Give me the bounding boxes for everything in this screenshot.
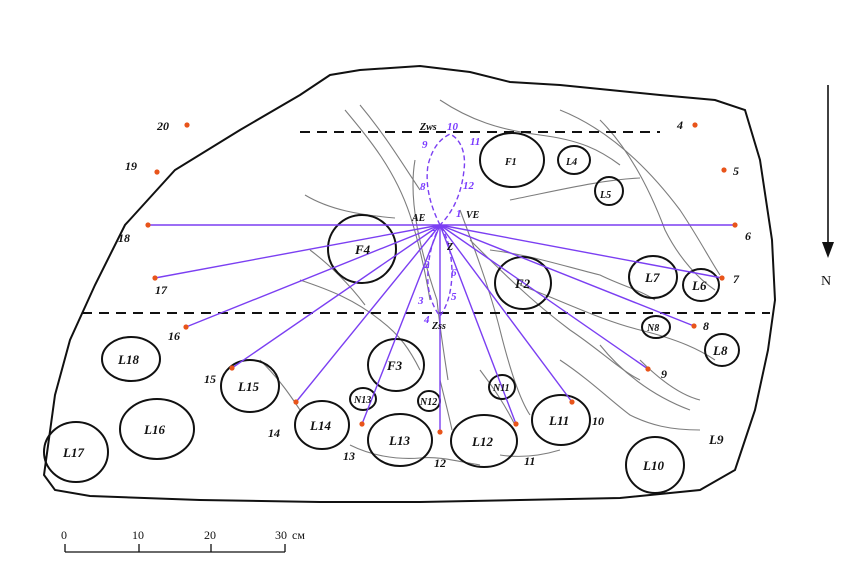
inner-num-7: 7 — [430, 228, 436, 240]
rock-L15 — [220, 359, 280, 413]
point-num-14: 14 — [268, 426, 280, 440]
label-F2: F2 — [514, 276, 531, 291]
north-label: N — [821, 274, 831, 289]
inner-num-5: 5 — [451, 291, 457, 303]
label-L6: L6 — [691, 278, 707, 293]
rock-N8 — [641, 315, 671, 339]
point-num-6: 6 — [745, 229, 751, 243]
sightlines — [148, 224, 735, 432]
rock-F4 — [327, 214, 397, 284]
label-L14: L14 — [309, 418, 331, 433]
label-N11: N11 — [492, 383, 510, 394]
rock-L13 — [367, 413, 433, 467]
scale-tick-0: 0 — [61, 528, 67, 542]
rock-N11 — [488, 374, 516, 400]
label-L17: L17 — [62, 445, 84, 460]
label-L7: L7 — [644, 270, 660, 285]
label-L8: L8 — [712, 343, 728, 358]
rock-L11 — [531, 394, 591, 446]
label-F4: F4 — [354, 242, 371, 257]
label-N13: N13 — [353, 395, 371, 406]
inner-num-1: 1 — [456, 208, 462, 220]
rock-L6 — [682, 268, 720, 302]
label-zss: Zss — [431, 321, 446, 332]
inner-num-11: 11 — [470, 136, 480, 148]
inner-num-6: 6 — [451, 267, 457, 279]
point-num-13: 13 — [343, 449, 355, 463]
stone-outline — [42, 64, 777, 503]
point-num-19: 19 — [125, 159, 137, 173]
rock-L10 — [625, 436, 685, 494]
scale-tick-20: 20 — [204, 528, 216, 542]
rock-L17 — [43, 421, 109, 483]
cracks — [259, 99, 721, 466]
scale-bar: 0 10 20 30 см — [61, 528, 305, 553]
label-F3: F3 — [386, 358, 403, 373]
point-num-8: 8 — [703, 319, 709, 333]
point-num-9: 9 — [661, 367, 667, 381]
inner-num-4: 4 — [423, 314, 430, 326]
point-num-12: 12 — [434, 456, 446, 470]
label-L15: L15 — [237, 379, 259, 394]
label-L5: L5 — [599, 190, 611, 201]
point-num-4: 4 — [676, 118, 683, 132]
endpoint-dots — [145, 122, 738, 435]
scale-tick-30: 30 — [275, 528, 287, 542]
label-L11: L11 — [548, 413, 569, 428]
point-num-18: 18 — [118, 231, 130, 245]
rock-F1 — [479, 132, 545, 188]
label-ae: AE — [411, 213, 426, 224]
label-zws: Zws — [419, 122, 437, 133]
point-num-11: 11 — [524, 454, 535, 468]
label-N12: N12 — [419, 397, 437, 408]
rock-L4 — [557, 145, 591, 175]
point-num-20: 20 — [156, 119, 169, 133]
point-numbers: 17 18 19 20 4 5 6 7 8 9 10 11 12 13 14 1… — [118, 118, 751, 470]
inner-numbers: 1 2 3 4 5 6 7 8 9 10 11 12 — [417, 121, 480, 326]
label-L10: L10 — [642, 458, 664, 473]
rock-L8 — [704, 333, 740, 367]
rock-L14 — [294, 400, 350, 450]
north-arrow: N — [821, 85, 834, 289]
rock-L12 — [450, 414, 518, 468]
point-num-17: 17 — [155, 283, 168, 297]
label-N8: N8 — [646, 323, 659, 334]
label-L13: L13 — [388, 433, 410, 448]
label-L16: L16 — [143, 422, 165, 437]
point-num-10: 10 — [592, 414, 604, 428]
label-F1: F1 — [504, 157, 517, 168]
inner-num-10: 10 — [447, 121, 459, 133]
inner-num-2: 2 — [423, 259, 430, 271]
inner-loops — [426, 133, 466, 318]
rock-L18 — [101, 336, 161, 382]
label-z: Z — [446, 242, 453, 253]
rock-L7 — [628, 255, 678, 299]
scale-unit: см — [292, 528, 305, 542]
label-ve: VE — [466, 210, 480, 221]
rock-L5 — [594, 176, 624, 206]
inner-num-9: 9 — [422, 139, 428, 151]
point-num-15: 15 — [204, 372, 216, 386]
point-num-5: 5 — [733, 164, 739, 178]
rock-labels: F1 L4 L5 F4 F2 L7 L6 N8 L8 L9 F3 L18 L15… — [62, 157, 728, 473]
rock-L16 — [119, 398, 195, 460]
label-L18: L18 — [117, 352, 139, 367]
rock-F2 — [494, 256, 552, 310]
point-num-16: 16 — [168, 329, 180, 343]
label-L12: L12 — [471, 434, 493, 449]
rock-features — [43, 132, 740, 494]
label-L9: L9 — [708, 432, 724, 447]
point-num-7: 7 — [733, 272, 740, 286]
rock-N13 — [349, 387, 377, 411]
scale-tick-10: 10 — [132, 528, 144, 542]
center-labels: AE VE Z Zws Zss — [411, 122, 480, 332]
inner-num-12: 12 — [463, 180, 475, 192]
inner-num-3: 3 — [417, 295, 424, 307]
inner-num-8: 8 — [420, 181, 426, 193]
label-L4: L4 — [565, 157, 577, 168]
